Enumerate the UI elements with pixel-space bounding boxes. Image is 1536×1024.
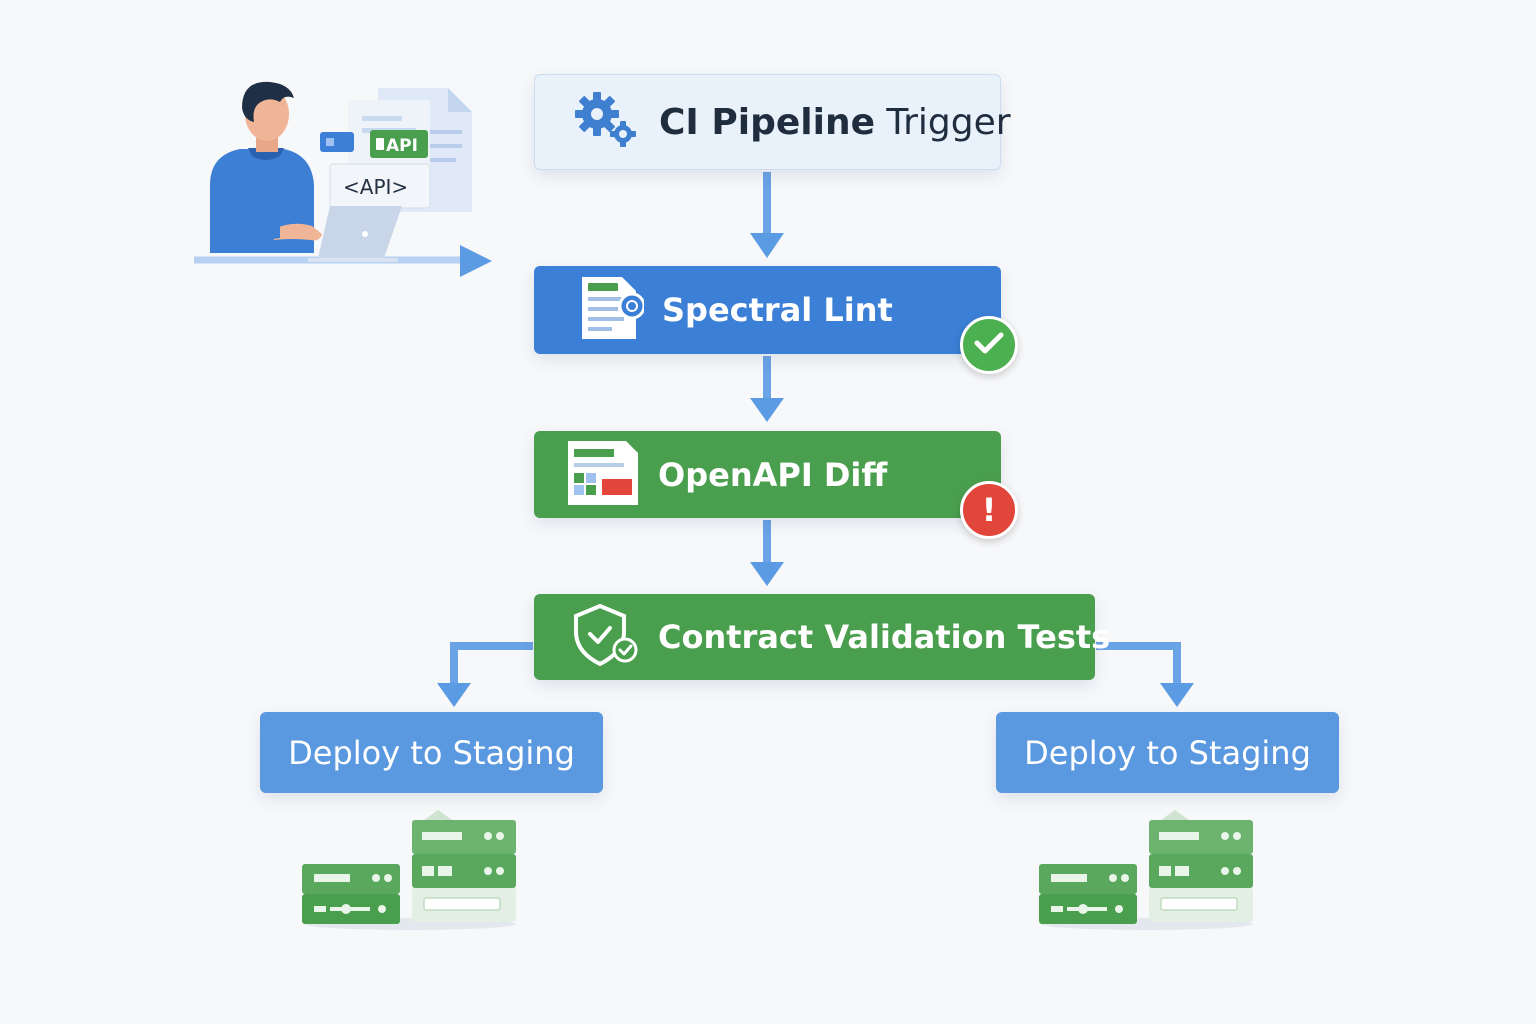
- arrowhead-lint: [750, 233, 784, 258]
- deploy-to-staging-left-label: Deploy to Staging: [288, 733, 575, 772]
- spectral-lint-label: Spectral Lint: [662, 291, 893, 329]
- deploy-to-staging-right-node[interactable]: Deploy to Staging: [996, 712, 1339, 793]
- developer-illustration: API <API>: [190, 80, 490, 270]
- exclamation-icon: !: [981, 491, 997, 529]
- contract-validation-tests-label: Contract Validation Tests: [658, 618, 1111, 656]
- connector-contract-to-deploy-right: [1096, 642, 1181, 684]
- arrowhead-contract: [750, 562, 784, 586]
- deploy-to-staging-left-node[interactable]: Deploy to Staging: [260, 712, 603, 793]
- arrowhead-diff: [750, 398, 784, 422]
- contract-validation-tests-node[interactable]: Contract Validation Tests: [534, 594, 1110, 680]
- openapi-diff-node[interactable]: OpenAPI Diff: [534, 431, 1001, 518]
- api-code-tag: <API>: [343, 175, 408, 199]
- server-stack-icon: [1039, 810, 1253, 930]
- lint-passed-badge: [960, 316, 1018, 374]
- diff-error-badge: !: [960, 481, 1018, 539]
- server-stack-icon: [302, 810, 516, 930]
- api-doc-tag: API: [386, 136, 418, 156]
- ci-pipeline-trigger-node[interactable]: CI Pipeline Trigger: [534, 74, 1011, 170]
- spectral-lint-node[interactable]: Spectral Lint: [534, 266, 1001, 354]
- connector-contract-to-deploy-left: [450, 642, 533, 684]
- server-stack-left: [300, 806, 520, 931]
- ci-pipeline-trigger-label: CI Pipeline Trigger: [659, 101, 1011, 143]
- server-stack-right: [1037, 806, 1257, 931]
- arrowhead-developer: [460, 245, 492, 277]
- check-icon: [974, 331, 1004, 359]
- spreadsheet-diff-icon: [566, 439, 640, 511]
- lint-document-icon: [578, 275, 646, 345]
- openapi-diff-label: OpenAPI Diff: [658, 455, 888, 494]
- arrowhead-deploy-right: [1160, 683, 1194, 707]
- gears-icon: [573, 90, 641, 154]
- arrowhead-deploy-left: [437, 683, 471, 707]
- shield-check-icon: [570, 602, 640, 672]
- deploy-to-staging-right-label: Deploy to Staging: [1024, 733, 1311, 772]
- developer-at-laptop-icon: API <API>: [210, 81, 472, 262]
